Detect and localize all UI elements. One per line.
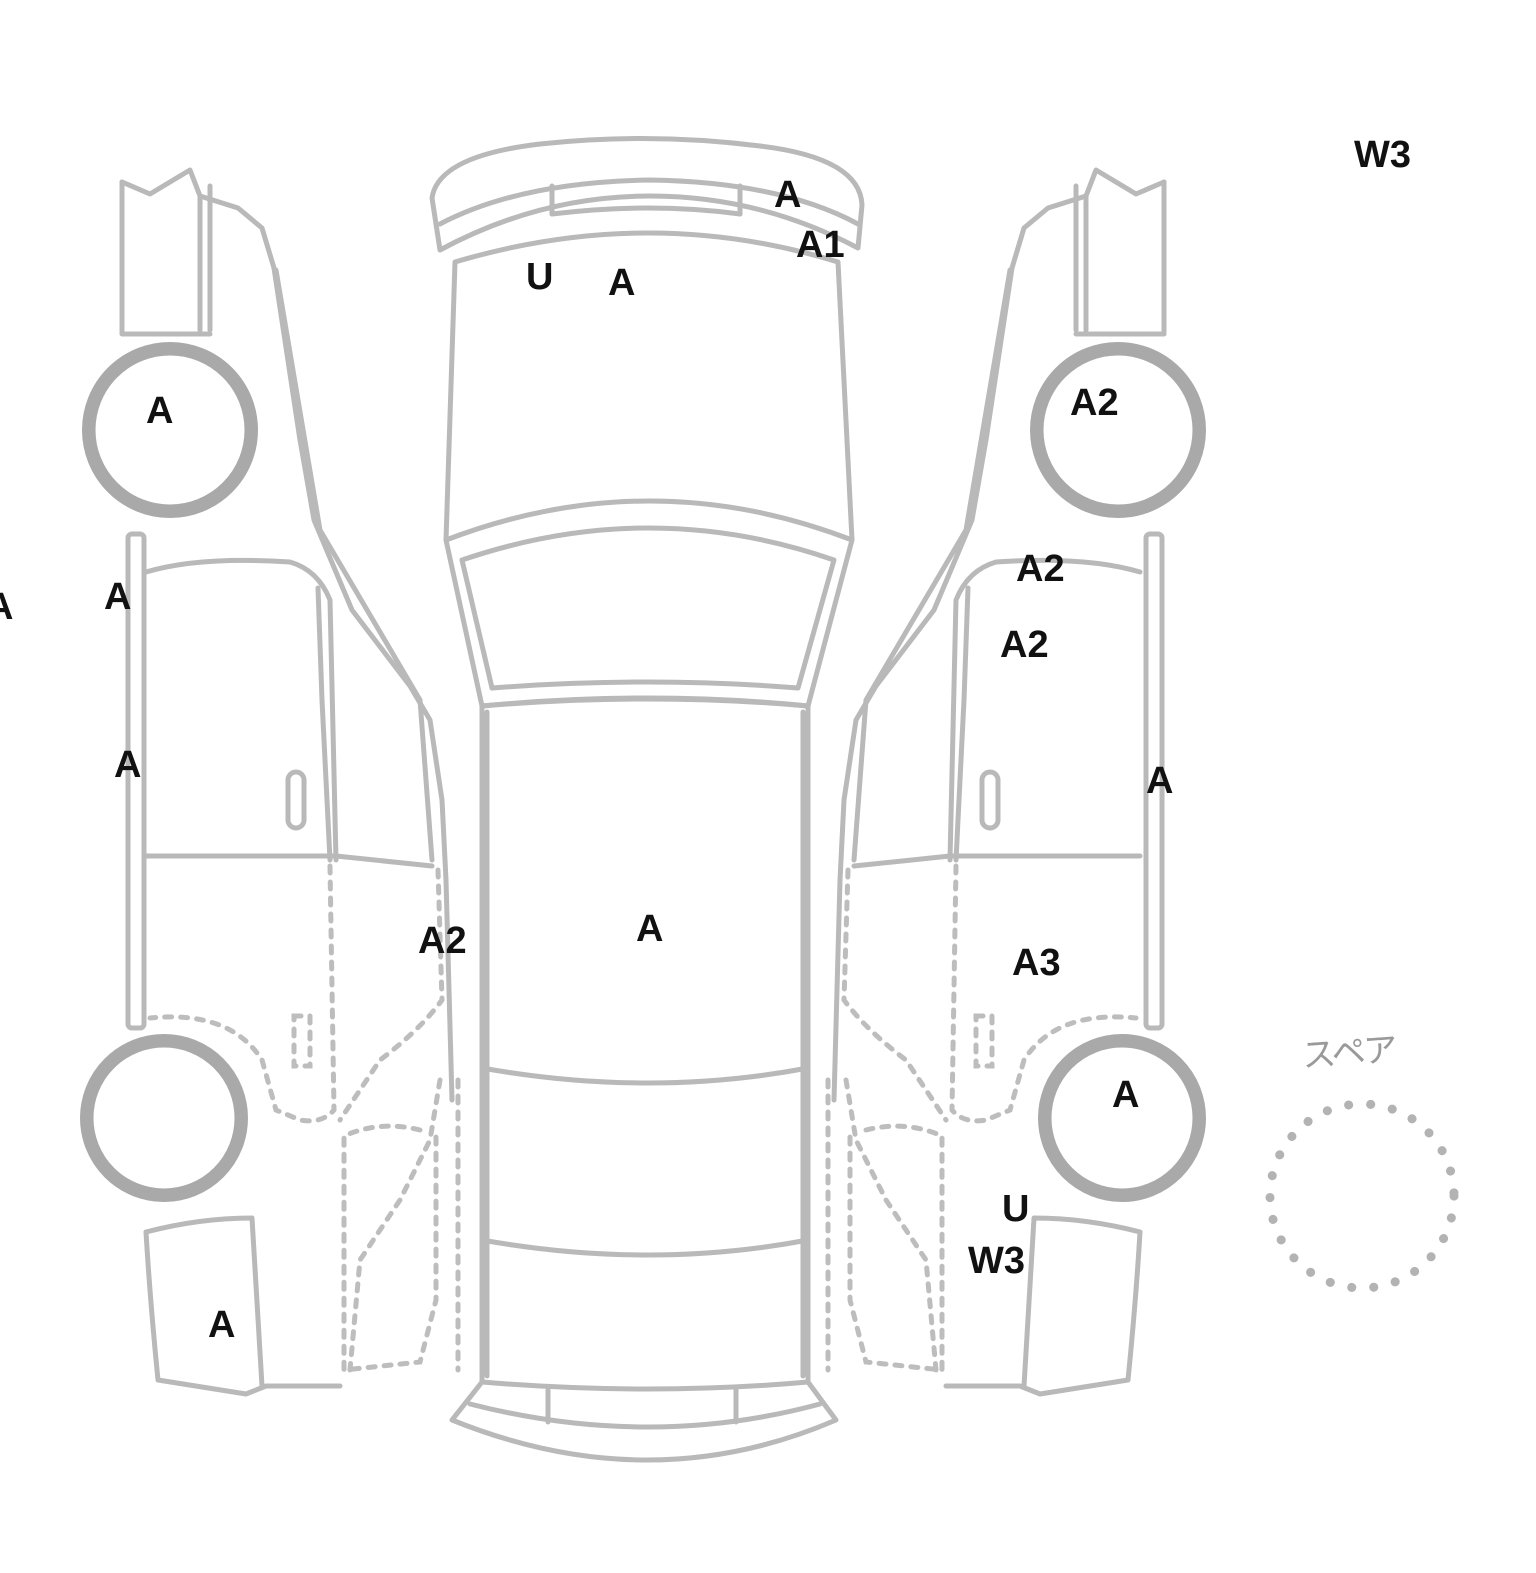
damage-mark-right-rear-quarter-u: U: [1002, 1188, 1030, 1230]
left-side-view: [80, 167, 461, 1397]
damage-mark-left-rocker-front: A: [104, 576, 132, 618]
damage-mark-left-rear-quarter: A: [208, 1304, 236, 1346]
damage-mark-left-rear-door: A2: [418, 920, 467, 962]
damage-mark-hood-center: A: [608, 262, 636, 304]
damage-mark-hood-right: A1: [796, 224, 845, 266]
damage-mark-top-right-corner: W3: [1354, 134, 1411, 176]
damage-mark-right-rear-quarter-w3: W3: [968, 1240, 1025, 1282]
damage-mark-right-front-wheel: A2: [1070, 382, 1119, 424]
damage-mark-hood-left: U: [526, 256, 554, 298]
damage-mark-left-front-wheel: A: [146, 390, 174, 432]
damage-mark-right-front-door-top: A2: [1016, 548, 1065, 590]
damage-mark-left-rocker-rear: A: [114, 744, 142, 786]
damage-mark-right-rear-wheel: A: [1112, 1074, 1140, 1116]
damage-mark-left-edge: A: [0, 588, 13, 626]
damage-mark-roof: A: [636, 908, 664, 950]
spare-tire-label: スペア: [1300, 1029, 1397, 1077]
right-side-view: [825, 167, 1206, 1397]
damage-mark-right-rear-door: A3: [1012, 942, 1061, 984]
damage-mark-hood-edge-right: A: [774, 174, 802, 216]
damage-mark-right-rocker: A: [1146, 760, 1174, 802]
top-view-body: [429, 135, 865, 1463]
damage-mark-right-front-door: A2: [1000, 624, 1049, 666]
spare-tire-outline: [1265, 1099, 1459, 1293]
